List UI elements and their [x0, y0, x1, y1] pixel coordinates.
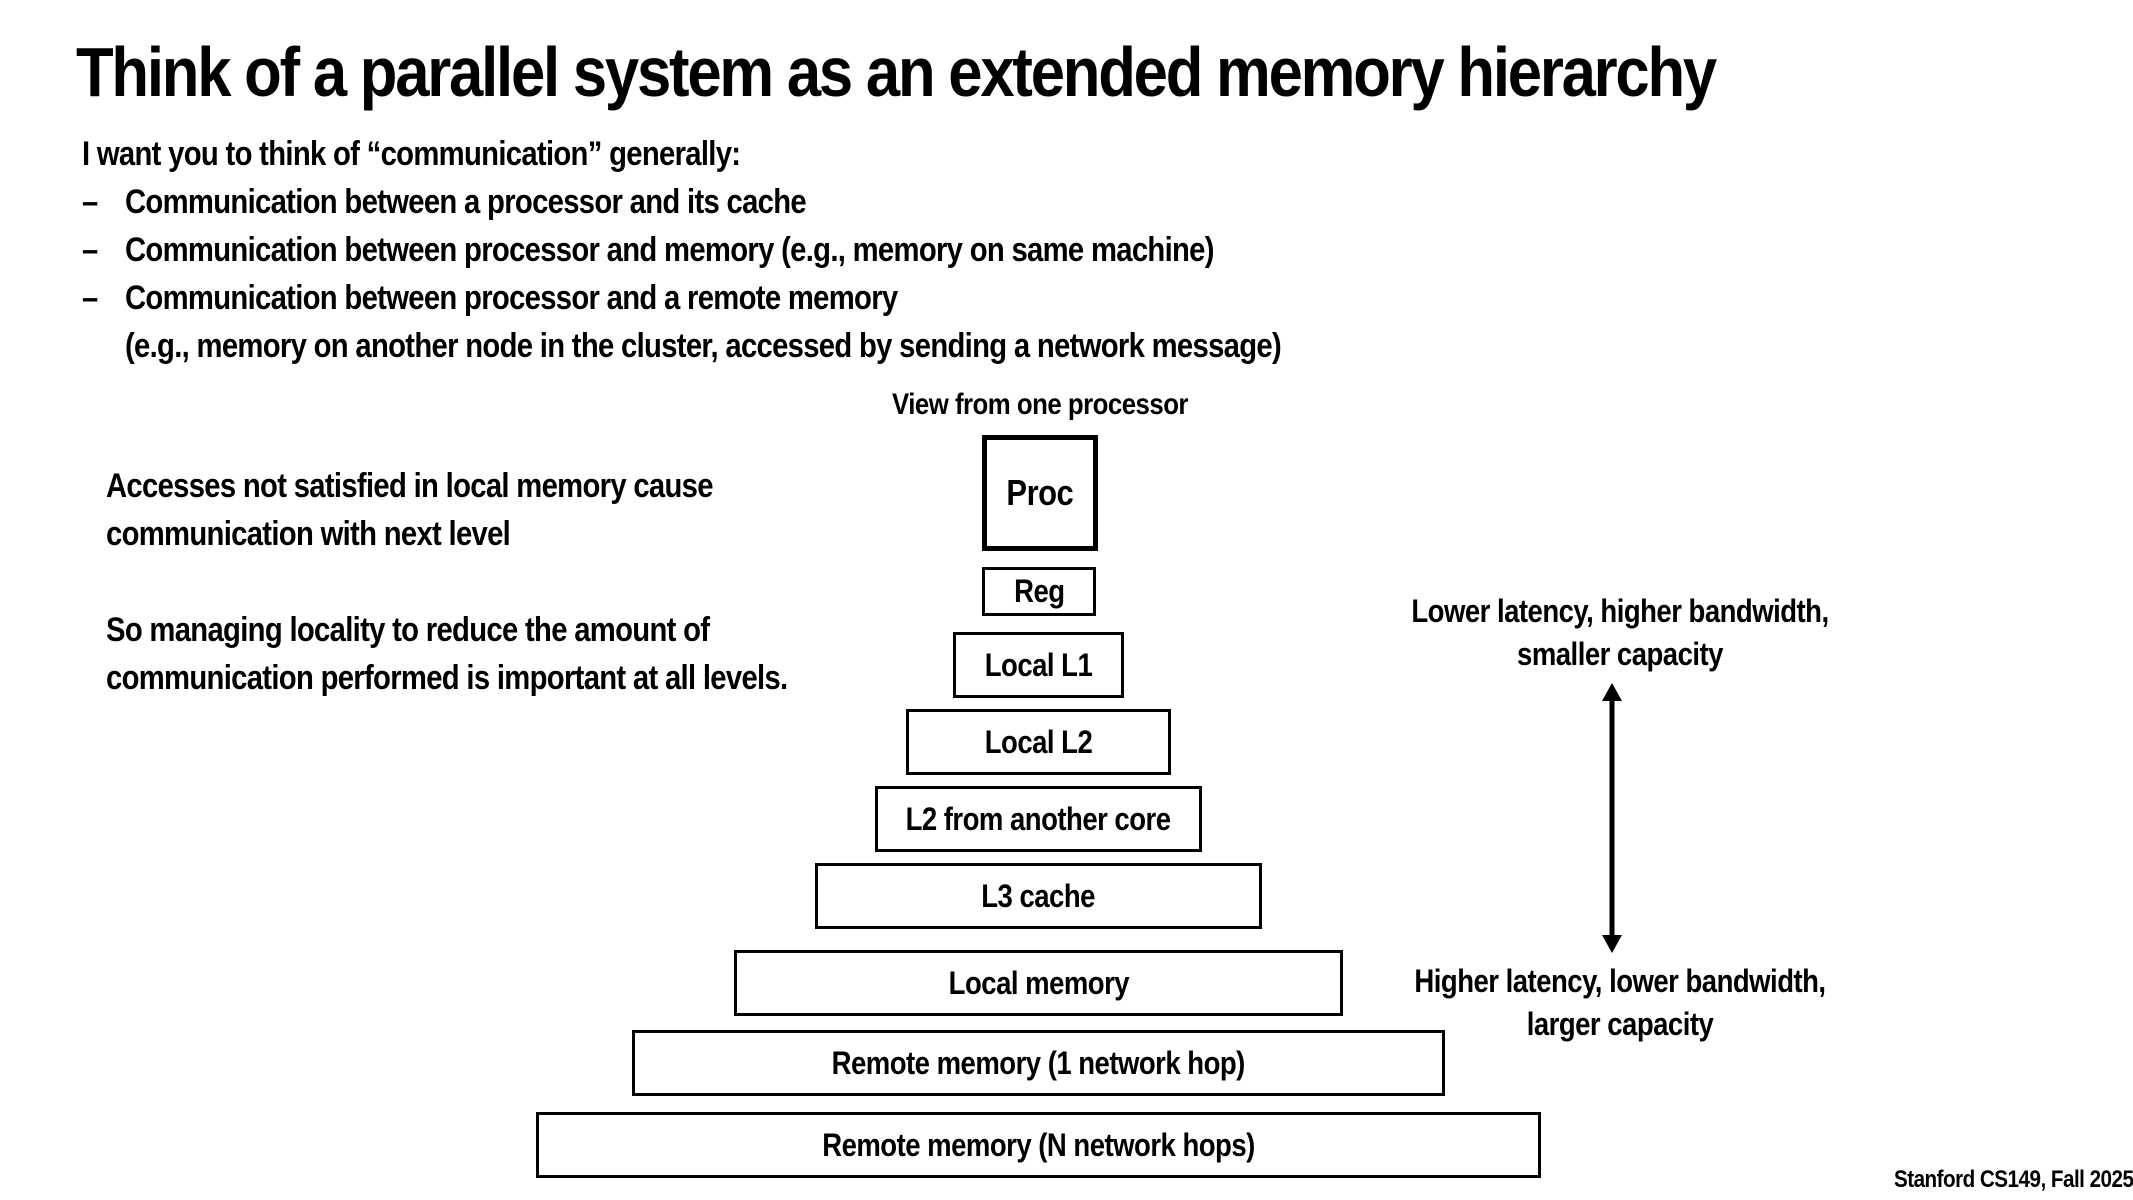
scale-line: Higher latency, lower bandwidth,	[1414, 963, 1826, 999]
box-label: Reg	[1013, 573, 1065, 609]
box-label: L3 cache	[981, 877, 1096, 914]
bullet-text: Communication between processor and memo…	[125, 231, 1215, 269]
box-label: L2 from another core	[906, 800, 1171, 837]
bullet-continuation: (e.g., memory on another node in the clu…	[125, 327, 1282, 365]
locality-note-1: Accesses not satisfied in local memory c…	[106, 462, 713, 558]
box-label: Local L2	[984, 723, 1093, 760]
remote-memory-1-hop-box: Remote memory (1 network hop)	[632, 1030, 1445, 1096]
bullet-dash: –	[82, 231, 98, 269]
scale-top-label: Lower latency, higher bandwidth, smaller…	[1411, 590, 1829, 676]
scale-line: smaller capacity	[1517, 636, 1723, 672]
bullet-item: – Communication between a processor and …	[82, 178, 1281, 226]
remote-memory-n-hops-box: Remote memory (N network hops)	[536, 1112, 1541, 1178]
local-l1-box: Local L1	[953, 632, 1124, 698]
scale-line: larger capacity	[1526, 1006, 1714, 1042]
note-line: So managing locality to reduce the amoun…	[106, 611, 710, 649]
note-line: Accesses not satisfied in local memory c…	[106, 467, 713, 505]
note-line: communication performed is important at …	[106, 659, 788, 697]
bullet-item: – Communication between processor and me…	[82, 226, 1281, 274]
box-label: Remote memory (N network hops)	[822, 1126, 1255, 1163]
bullet-dash: –	[82, 183, 98, 221]
l3-cache-box: L3 cache	[815, 863, 1262, 929]
local-l2-box: Local L2	[906, 709, 1171, 775]
box-label: Remote memory (1 network hop)	[831, 1044, 1246, 1081]
footer-course-label: Stanford CS149, Fall 2025	[1893, 1166, 2133, 1193]
bullet-item: – Communication between processor and a …	[82, 274, 1282, 370]
box-label: Local L1	[984, 646, 1093, 683]
scale-line: Lower latency, higher bandwidth,	[1411, 593, 1829, 629]
bullet-text: Communication between a processor and it…	[125, 183, 807, 221]
remote-l2-box: L2 from another core	[875, 786, 1202, 852]
double-arrow-icon	[1602, 683, 1622, 953]
bullet-text: Communication between processor and a re…	[125, 279, 898, 317]
bullet-dash: –	[82, 279, 98, 317]
locality-note-2: So managing locality to reduce the amoun…	[106, 606, 788, 702]
bullet-list: – Communication between a processor and …	[82, 178, 1282, 370]
proc-box: Proc	[982, 435, 1098, 551]
local-memory-box: Local memory	[734, 950, 1343, 1016]
reg-box: Reg	[982, 567, 1096, 616]
scale-bottom-label: Higher latency, lower bandwidth, larger …	[1414, 960, 1826, 1046]
intro-text: I want you to think of “communication” g…	[82, 135, 741, 173]
slide-title: Think of a parallel system as an extende…	[76, 33, 1717, 111]
view-label: View from one processor	[892, 388, 1188, 421]
box-label: Local memory	[948, 964, 1129, 1001]
note-line: communication with next level	[106, 515, 511, 553]
box-label: Proc	[1006, 472, 1074, 513]
